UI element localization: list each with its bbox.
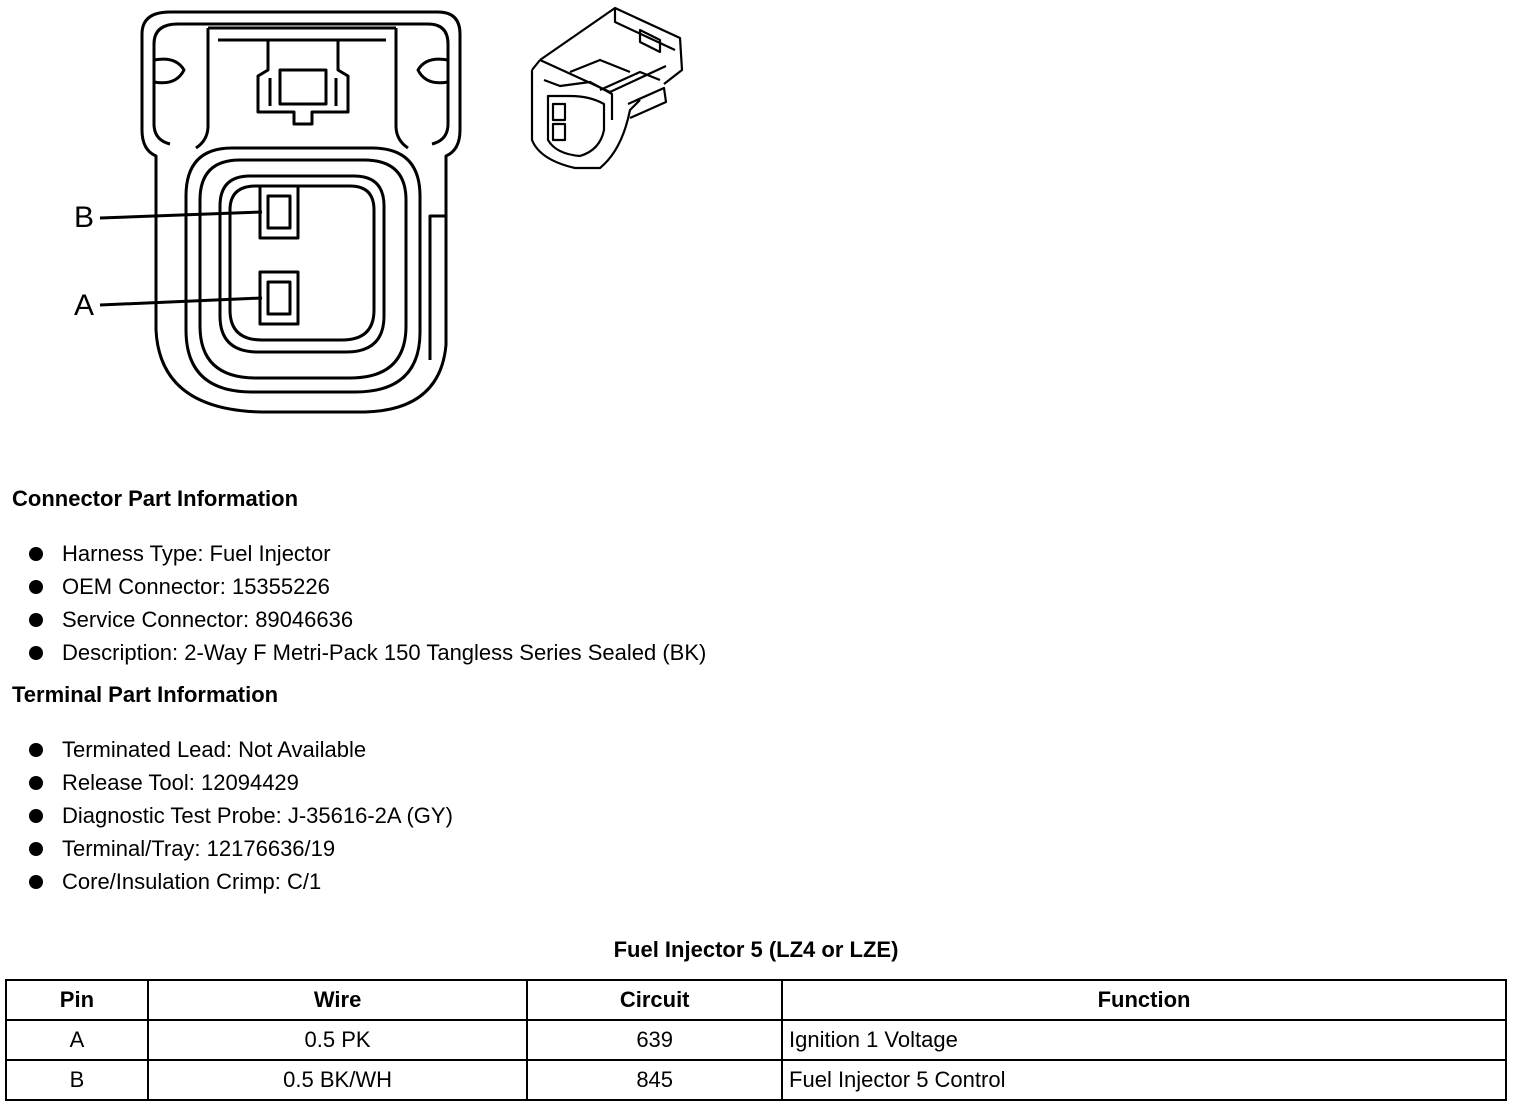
cell-function: Ignition 1 Voltage	[781, 1019, 1507, 1061]
list-item: Service Connector: 89046636	[0, 603, 706, 636]
header-wire: Wire	[146, 979, 529, 1021]
bullet-icon	[29, 580, 43, 594]
terminal-release-tool: Release Tool: 12094429	[62, 770, 299, 795]
bullet-icon	[29, 809, 43, 823]
pin-label-b: B	[74, 201, 95, 234]
list-item: Harness Type: Fuel Injector	[0, 537, 706, 570]
bullet-icon	[29, 646, 43, 660]
list-item: Release Tool: 12094429	[0, 766, 453, 799]
table-caption: Fuel Injector 5 (LZ4 or LZE)	[613, 937, 899, 962]
table-row: A 0.5 PK 639 Ignition 1 Voltage	[5, 1019, 1507, 1061]
terminal-tray: Terminal/Tray: 12176636/19	[62, 836, 336, 861]
connector-oem: OEM Connector: 15355226	[62, 574, 330, 599]
terminal-section-title: Terminal Part Information	[12, 682, 279, 707]
pin-label-a: A	[74, 289, 95, 322]
list-item: Terminated Lead: Not Available	[0, 733, 453, 766]
terminal-lead: Terminated Lead: Not Available	[62, 737, 367, 762]
header-function: Function	[781, 979, 1507, 1021]
table-row: B 0.5 BK/WH 845 Fuel Injector 5 Control	[5, 1059, 1507, 1101]
connector-face-diagram	[99, 6, 684, 414]
list-item: OEM Connector: 15355226	[0, 570, 706, 603]
cell-pin: A	[5, 1019, 149, 1061]
bullet-icon	[29, 613, 43, 627]
cell-circuit: 639	[526, 1019, 784, 1061]
list-item: Diagnostic Test Probe: J-35616-2A (GY)	[0, 799, 453, 832]
list-item: Core/Insulation Crimp: C/1	[0, 865, 453, 898]
header-pin: Pin	[5, 979, 149, 1021]
table-header-row: Pin Wire Circuit Function	[5, 979, 1507, 1021]
bullet-icon	[29, 842, 43, 856]
cell-function: Fuel Injector 5 Control	[781, 1059, 1507, 1101]
bullet-icon	[29, 547, 43, 561]
connector-info-list: Harness Type: Fuel Injector OEM Connecto…	[0, 537, 706, 669]
terminal-crimp: Core/Insulation Crimp: C/1	[62, 869, 322, 894]
terminal-test-probe: Diagnostic Test Probe: J-35616-2A (GY)	[62, 803, 453, 828]
cell-pin: B	[5, 1059, 149, 1101]
connector-harness-type: Harness Type: Fuel Injector	[62, 541, 331, 566]
bullet-icon	[29, 776, 43, 790]
cell-wire: 0.5 BK/WH	[146, 1059, 529, 1101]
header-circuit: Circuit	[526, 979, 784, 1021]
cell-circuit: 845	[526, 1059, 784, 1101]
terminal-info-list: Terminated Lead: Not Available Release T…	[0, 733, 453, 898]
list-item: Description: 2-Way F Metri-Pack 150 Tang…	[0, 636, 706, 669]
list-item: Terminal/Tray: 12176636/19	[0, 832, 453, 865]
connector-service: Service Connector: 89046636	[62, 607, 354, 632]
connector-description: Description: 2-Way F Metri-Pack 150 Tang…	[62, 640, 707, 665]
cell-wire: 0.5 PK	[146, 1019, 529, 1061]
bullet-icon	[29, 743, 43, 757]
pinout-table: Pin Wire Circuit Function A 0.5 PK 639 I…	[5, 979, 1507, 1101]
bullet-icon	[29, 875, 43, 889]
connector-section-title: Connector Part Information	[12, 486, 299, 511]
